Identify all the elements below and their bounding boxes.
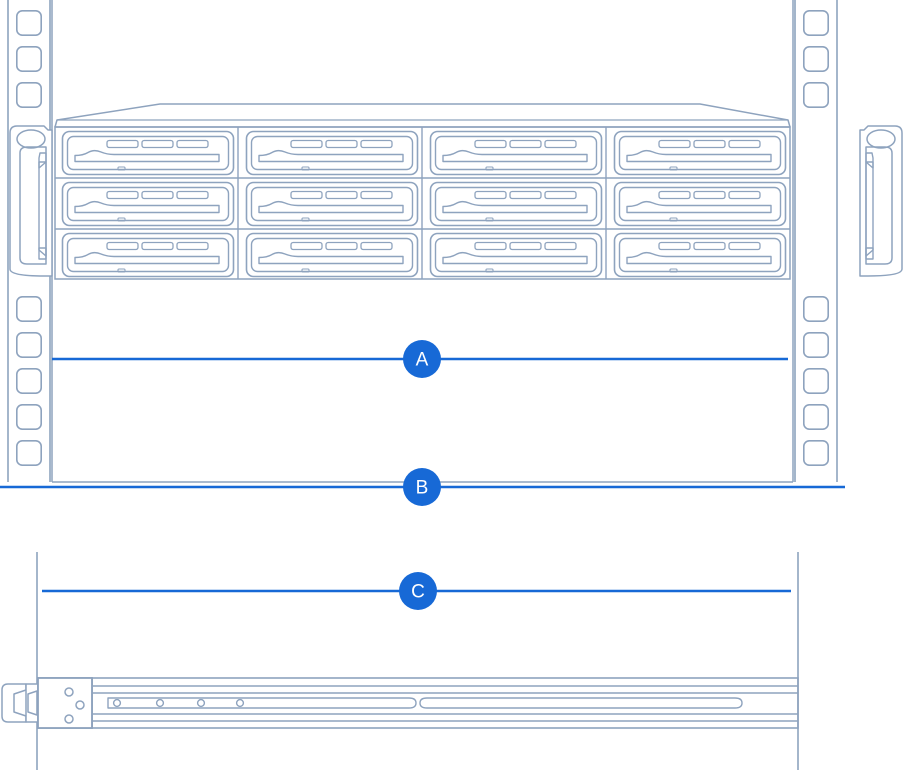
- bay-cell-borders: [54, 126, 791, 280]
- rack-ear-handle-left[interactable]: [9, 125, 53, 277]
- callout-label-a: A: [416, 350, 429, 371]
- callout-label-c: C: [411, 582, 425, 603]
- chassis-top-panel: [54, 103, 791, 128]
- rail-slot-secondary: [419, 697, 743, 709]
- rack-post-right: [794, 0, 838, 482]
- rail-grooves: [92, 685, 798, 722]
- sliding-rail-assembly[interactable]: [1, 677, 799, 729]
- callout-marker-b[interactable]: B: [403, 468, 441, 506]
- alignment-guides: [36, 552, 799, 770]
- callout-marker-c[interactable]: C: [399, 572, 437, 610]
- drive-bay-grid: [54, 126, 791, 280]
- rail-slot-primary: [107, 697, 417, 709]
- rail-bracket-screw-holes: [64, 687, 85, 724]
- callout-label-b: B: [416, 478, 429, 499]
- rack-ear-handle-right[interactable]: [859, 125, 903, 277]
- callout-marker-a[interactable]: A: [403, 340, 441, 378]
